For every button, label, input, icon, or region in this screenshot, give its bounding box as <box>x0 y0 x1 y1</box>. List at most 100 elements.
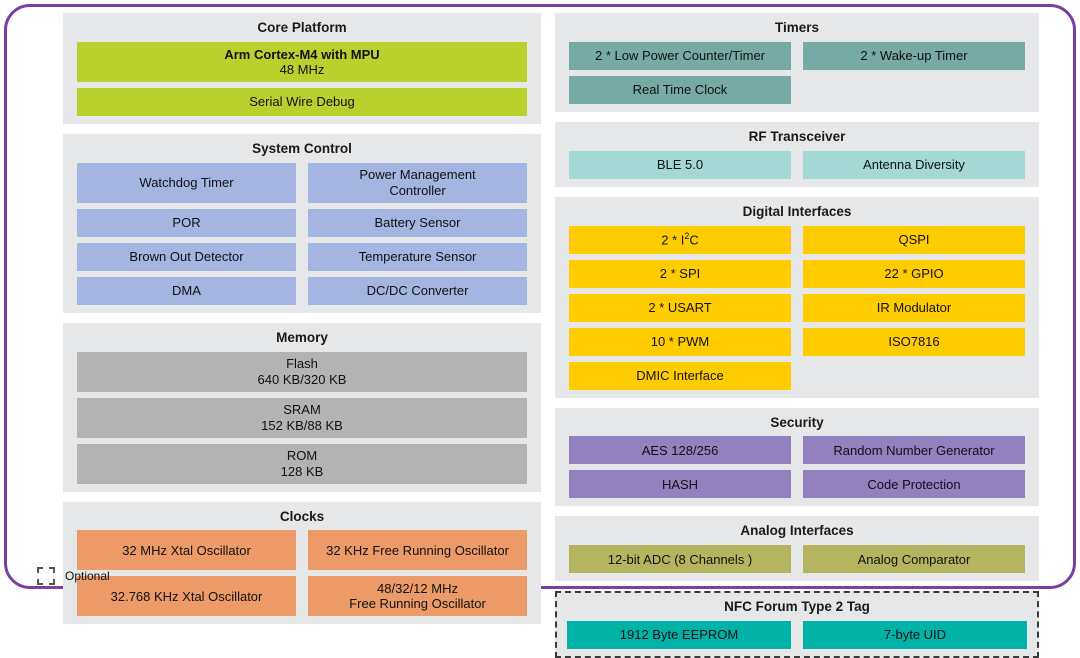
block-32-768-khz-xtal-oscillator[interactable]: 32.768 KHz Xtal Oscillator <box>77 576 296 617</box>
block-label: DMIC Interface <box>636 367 724 383</box>
spacer <box>803 76 1025 104</box>
group-rows-digital-interfaces: 2 * I2C QSPI 2 * SPI 22 * GPIO 2 * USART IR M… <box>569 225 1025 390</box>
block-2-low-power-counter-timer[interactable]: 2 * Low Power Counter/Timer <box>569 41 791 70</box>
block-row: 12-bit ADC (8 Channels ) Analog Comparato… <box>569 545 1025 574</box>
block-label: 2 * SPI <box>659 265 701 281</box>
block-label: 32 KHz Free Running Oscillator <box>326 542 509 558</box>
block-7-byte-uid[interactable]: 7-byte UID <box>803 621 1027 650</box>
block-sublabel: 640 KB/320 KB <box>257 371 347 387</box>
block-dma[interactable]: DMA <box>77 276 296 305</box>
block-label: BLE 5.0 <box>656 157 704 173</box>
block-label: IR Modulator <box>876 299 952 315</box>
block-row: HASH Code Protection <box>569 470 1025 499</box>
block-ir-modulator[interactable]: IR Modulator <box>803 293 1025 322</box>
block-aes-128-256[interactable]: AES 128/256 <box>569 436 791 465</box>
block-label: Real Time Clock <box>632 82 728 98</box>
block-code-protection[interactable]: Code Protection <box>803 470 1025 499</box>
block-analog-comparator[interactable]: Analog Comparator <box>803 545 1025 574</box>
block-label: Brown Out Detector <box>129 249 244 265</box>
block-ble-5-0[interactable]: BLE 5.0 <box>569 150 791 179</box>
block-2-i2c[interactable]: 2 * I2C <box>569 225 791 254</box>
block-1912-byte-eeprom[interactable]: 1912 Byte EEPROM <box>567 621 791 650</box>
block-22-gpio[interactable]: 22 * GPIO <box>803 259 1025 288</box>
block-label: 32 MHz Xtal Oscillator <box>122 542 251 558</box>
block-antenna-diversity[interactable]: Antenna Diversity <box>803 150 1025 179</box>
block-row: Serial Wire Debug <box>77 87 527 116</box>
block-32-mhz-xtal-oscillator[interactable]: 32 MHz Xtal Oscillator <box>77 530 296 571</box>
block-label: Flash <box>286 356 318 372</box>
block-label: 48/32/12 MHz <box>377 581 458 597</box>
block-brown-out-detector[interactable]: Brown Out Detector <box>77 242 296 271</box>
block-2-usart[interactable]: 2 * USART <box>569 293 791 322</box>
block-row: 2 * Low Power Counter/Timer 2 * Wake-up T… <box>569 41 1025 70</box>
block-row: Real Time Clock <box>569 75 1025 104</box>
block-battery-sensor[interactable]: Battery Sensor <box>308 208 527 237</box>
block-row: 1912 Byte EEPROM 7-byte UID <box>567 621 1027 650</box>
block-row: POR Battery Sensor <box>77 208 527 237</box>
block-iso7816[interactable]: ISO7816 <box>803 327 1025 356</box>
block-por[interactable]: POR <box>77 208 296 237</box>
block-label: 32.768 KHz Xtal Oscillator <box>110 588 263 604</box>
group-rows-nfc-forum-type-2-tag: 1912 Byte EEPROM 7-byte UID <box>567 621 1027 650</box>
block-watchdog-timer[interactable]: Watchdog Timer <box>77 162 296 203</box>
block-label: 10 * PWM <box>650 333 710 349</box>
block-dmic-interface[interactable]: DMIC Interface <box>569 361 791 390</box>
block-label: DMA <box>172 283 201 299</box>
block-2-wake-up-timer[interactable]: 2 * Wake-up Timer <box>803 41 1025 70</box>
block-label: 12-bit ADC (8 Channels ) <box>607 551 753 567</box>
block-label: Power Management <box>359 167 476 183</box>
block-qspi[interactable]: QSPI <box>803 225 1025 254</box>
block-32-khz-free-running-oscillator[interactable]: 32 KHz Free Running Oscillator <box>308 530 527 571</box>
block-row: 2 * USART IR Modulator <box>569 293 1025 322</box>
block-label: DC/DC Converter <box>366 283 469 299</box>
block-row: 10 * PWM ISO7816 <box>569 327 1025 356</box>
group-rows-rf-transceiver: BLE 5.0 Antenna Diversity <box>569 150 1025 179</box>
block-row: DMA DC/DC Converter <box>77 276 527 305</box>
block-sublabel: Free Running Oscillator <box>349 596 486 612</box>
spacer <box>803 362 1025 390</box>
block-10-pwm[interactable]: 10 * PWM <box>569 327 791 356</box>
block-serial-wire-debug[interactable]: Serial Wire Debug <box>77 87 527 116</box>
block-2-spi[interactable]: 2 * SPI <box>569 259 791 288</box>
block-hash[interactable]: HASH <box>569 470 791 499</box>
block-label: Watchdog Timer <box>139 175 234 191</box>
group-rows-timers: 2 * Low Power Counter/Timer 2 * Wake-up T… <box>569 41 1025 104</box>
block-label: ISO7816 <box>888 333 940 349</box>
block-label: 2 * Wake-up Timer <box>860 48 968 64</box>
block-label: QSPI <box>898 231 930 247</box>
block-label: Random Number Generator <box>833 442 995 458</box>
group-title-rf-transceiver: RF Transceiver <box>748 128 846 144</box>
block-random-number-generator[interactable]: Random Number Generator <box>803 436 1025 465</box>
block-real-time-clock[interactable]: Real Time Clock <box>569 75 791 104</box>
block-dc-dc-converter[interactable]: DC/DC Converter <box>308 276 527 305</box>
block-label: 2 * Low Power Counter/Timer <box>594 48 766 64</box>
group-title-memory: Memory <box>276 329 328 345</box>
legend-label: Optional <box>65 569 110 583</box>
block-12-bit-adc-8-channels[interactable]: 12-bit ADC (8 Channels ) <box>569 545 791 574</box>
block-sublabel: 152 KB/88 KB <box>261 417 343 433</box>
block-label: 22 * GPIO <box>884 265 944 281</box>
block-temperature-sensor[interactable]: Temperature Sensor <box>308 242 527 271</box>
group-title-digital-interfaces: Digital Interfaces <box>742 203 852 219</box>
